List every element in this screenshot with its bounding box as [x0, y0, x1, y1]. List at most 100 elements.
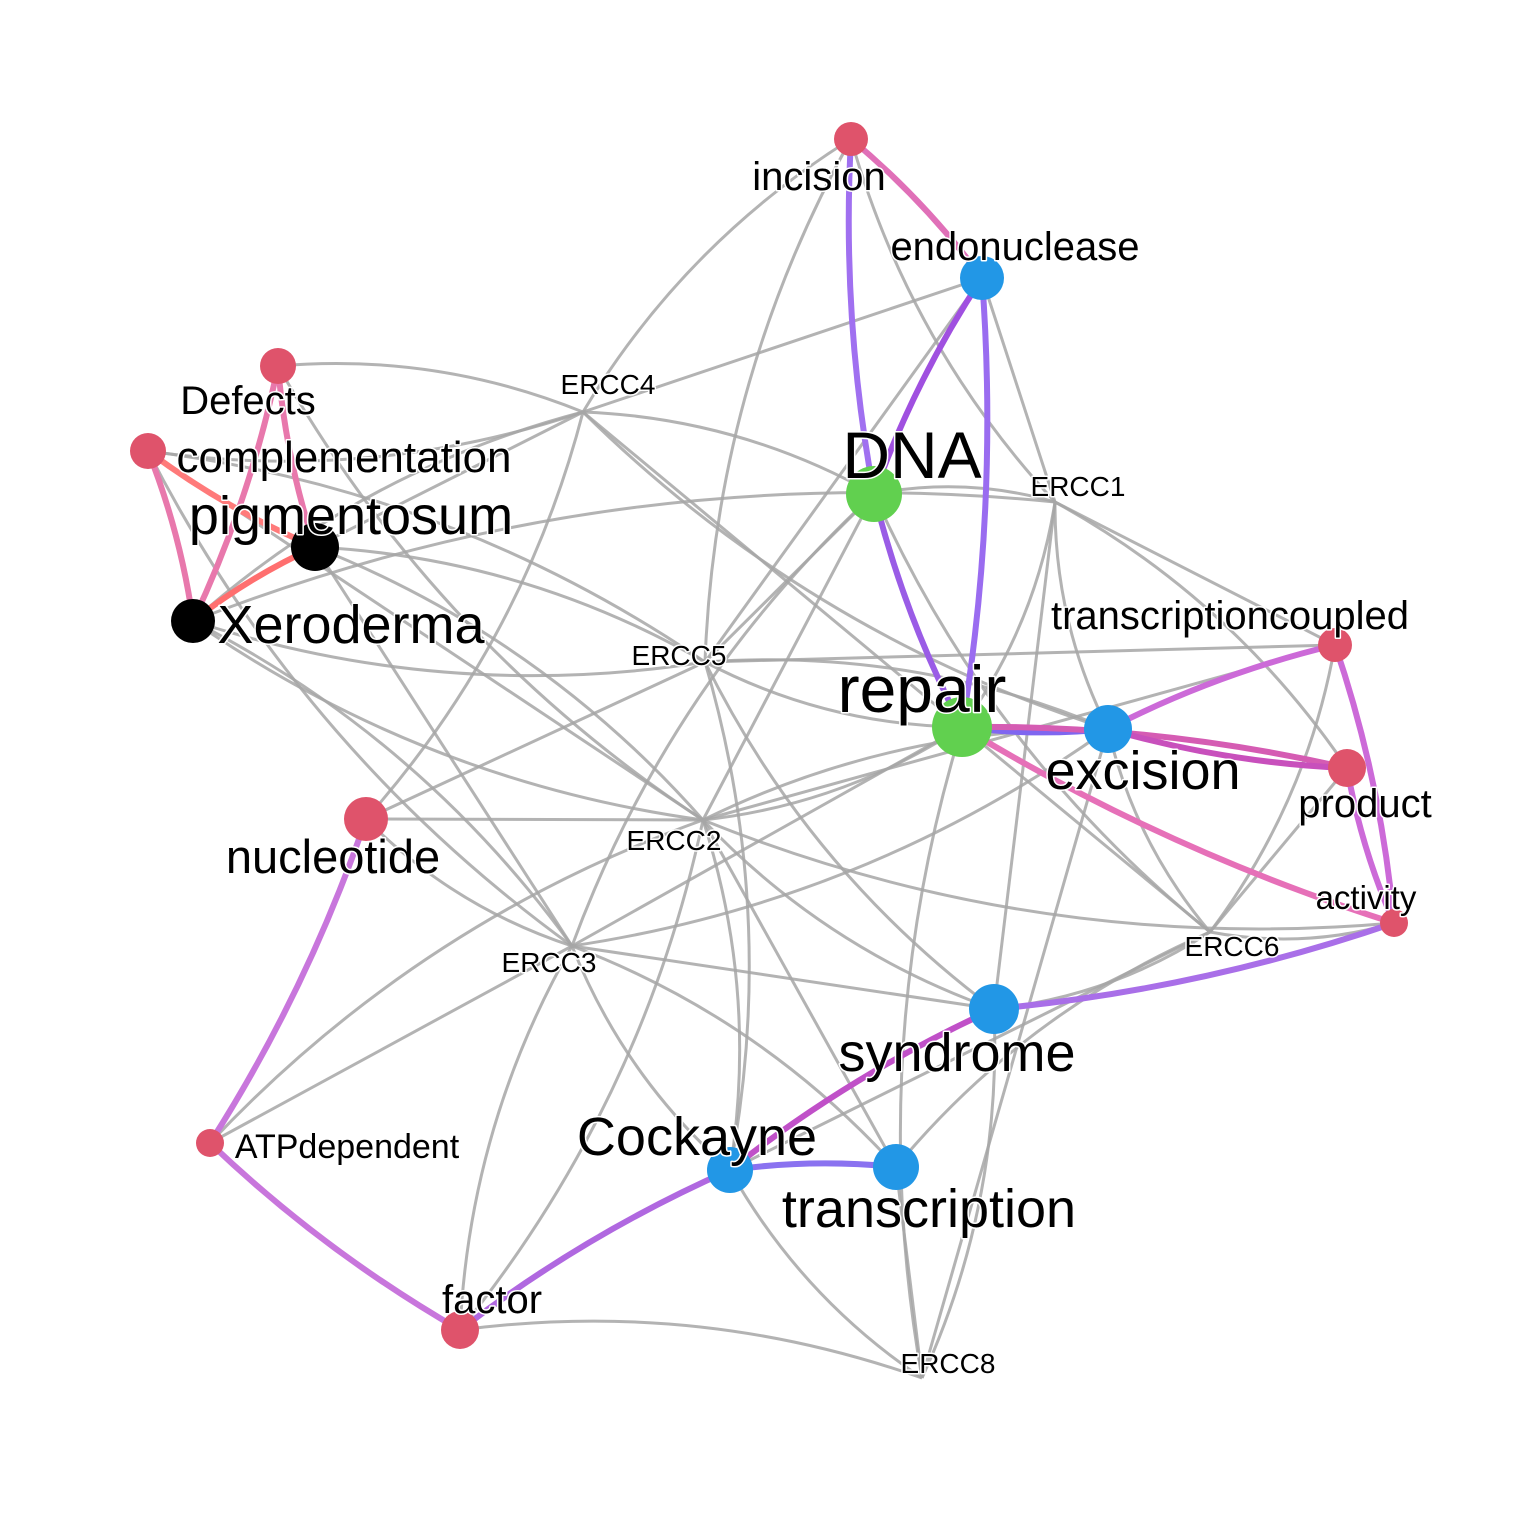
gene-edge-ercc1-syndrome [992, 501, 1057, 1010]
gene-edge-ercc3-atpdependent [209, 944, 573, 1145]
term-node-cockayne [707, 1147, 753, 1193]
term-label-factor: factor [442, 1278, 542, 1322]
cooccurrence-edge-incision-dna [845, 136, 877, 497]
term-node-transcription [873, 1144, 919, 1190]
gene-label-ercc4: ERCC4 [561, 369, 656, 400]
gene-edge-ercc3-pigmentosum [313, 546, 574, 947]
gene-label-ercc2: ERCC2 [627, 825, 722, 856]
gene-edge-ercc6-excision [1106, 728, 1212, 933]
gene-edge-ercc5-cockayne [703, 661, 751, 1171]
cooccurrence-edge-defects-xeroderma [190, 363, 281, 624]
term-label-activity: activity [1316, 879, 1417, 916]
cooccurrence-edge-repair-product [959, 723, 1350, 771]
cooccurrence-edge-excision-product [1105, 726, 1350, 771]
gene-edge-ercc8-transcription [894, 1166, 924, 1379]
gene-edge-ercc4-defects [277, 362, 584, 414]
gene-edge-ercc8-factor [459, 1319, 923, 1380]
term-label-endonuclease: endonuclease [890, 225, 1139, 269]
term-label-defects: Defects [180, 379, 316, 423]
gene-edge-ercc5-pigmentosum [314, 545, 706, 664]
cooccurrence-edge-syndrome-cockayne [727, 1006, 997, 1173]
term-label-transcriptioncoupled: transcriptioncoupled [1051, 594, 1409, 638]
cooccurrence-edge-incision-endonuclease [848, 136, 985, 281]
gene-edge-ercc3-cockayne [570, 945, 731, 1172]
gene-edge-ercc3-repair [571, 725, 963, 948]
gene-edge-ercc3-factor [458, 945, 574, 1331]
term-label-incision: incision [752, 155, 885, 199]
term-label-xeroderma: Xeroderma [217, 595, 485, 655]
term-node-pigmentosum [291, 523, 339, 571]
gene-edge-ercc5-transcriptioncoupled [704, 643, 1336, 664]
gene-edge-ercc4-xeroderma [192, 410, 584, 623]
gene-edge-ercc2-factor [458, 819, 705, 1331]
term-node-nucleotide [344, 797, 388, 841]
gene-edge-ercc4-incision [581, 137, 852, 413]
term-node-excision [1084, 705, 1132, 753]
gene-edge-ercc5-nucleotide [365, 660, 706, 821]
cooccurrence-edge-endonuclease-dna [871, 275, 985, 497]
term-node-activity [1380, 909, 1408, 937]
term-label-repair: repair [838, 652, 1007, 726]
gene-edge-ercc2-transcription [701, 819, 898, 1168]
gene-edge-ercc1-repair [960, 501, 1057, 728]
gene-edge-ercc1-endonuclease [980, 277, 1057, 503]
gene-edge-ercc3-transcription [571, 944, 898, 1169]
gene-edge-ercc2-xeroderma [192, 619, 704, 822]
gene-edge-ercc2-dna [701, 493, 876, 821]
gene-label-ercc1: ERCC1 [1031, 471, 1126, 502]
gene-edge-ercc2-nucleotide [365, 817, 704, 822]
gene-edge-ercc2-activity [702, 818, 1395, 931]
term-label-pigmentosum: pigmentosum [189, 486, 513, 546]
gene-edge-ercc2-repair [702, 725, 963, 822]
gene-edge-ercc8-cockayne [728, 1169, 923, 1380]
gene-edge-ercc1-incision [849, 138, 1057, 504]
gene-edge-ercc2-atpdependent [208, 818, 704, 1145]
label-layer: ERCC4 ERCC1 ERCC5 ERCC2 ERCC3 ERCC6 ERCC… [175, 154, 1433, 1381]
gene-edge-ercc3-xeroderma [192, 619, 574, 947]
gene-edge-ercc4-pigmentosum [314, 410, 584, 549]
gene-edge-ercc6-transcriptioncoupled [1208, 644, 1337, 933]
term-edge-layer [145, 136, 1397, 1333]
cooccurrence-edge-atpdependent-factor [207, 1140, 463, 1333]
gene-edge-ercc3-complementation [146, 450, 573, 948]
cooccurrence-edge-excision-transcriptioncoupled [1105, 642, 1338, 732]
gene-edge-ercc3-syndrome [571, 944, 995, 1011]
gene-edge-ercc5-syndrome [703, 661, 995, 1011]
gene-edge-ercc5-incision [703, 138, 853, 663]
gene-edge-ercc5-endonuclease [703, 277, 984, 663]
gene-edge-ercc4-endonuclease [582, 276, 983, 414]
gene-edge-ercc1-transcriptioncoupled [1054, 500, 1336, 647]
term-label-product: product [1298, 782, 1431, 826]
term-label-complementation: complementation [176, 433, 511, 482]
gene-edge-ercc8-repair [898, 726, 964, 1379]
term-node-complementation [130, 433, 166, 469]
term-node-factor [441, 1311, 479, 1349]
node-layer [130, 122, 1408, 1349]
cooccurrence-edge-nucleotide-atpdependent [207, 816, 369, 1146]
gene-edge-ercc8-excision [920, 728, 1110, 1379]
term-node-incision [834, 122, 868, 156]
gene-edge-ercc8-syndrome [920, 1008, 997, 1379]
term-label-nucleotide: nucleotide [226, 830, 440, 883]
gene-edge-ercc2-pigmentosum [314, 545, 705, 821]
term-label-excision: excision [1045, 741, 1240, 801]
gene-edge-ercc1-excision [1053, 501, 1110, 730]
term-label-syndrome: syndrome [838, 1023, 1075, 1083]
gene-label-ercc5: ERCC5 [632, 640, 727, 671]
term-node-endonuclease [960, 256, 1004, 300]
term-node-transcriptioncoupled [1318, 628, 1352, 662]
gene-edge-ercc1-xeroderma [192, 491, 1056, 623]
term-node-dna [846, 466, 902, 522]
term-node-syndrome [969, 984, 1019, 1034]
term-node-atpdependent [196, 1129, 224, 1157]
term-node-product [1328, 749, 1366, 787]
gene-edge-ercc5-xeroderma [192, 619, 706, 678]
cooccurrence-edge-dna-repair [871, 491, 965, 730]
term-label-dna: DNA [842, 418, 981, 492]
gene-label-ercc6: ERCC6 [1185, 931, 1280, 962]
term-label-transcription: transcription [782, 1179, 1076, 1239]
cooccurrence-edge-transcriptioncoupled-activity [1332, 642, 1397, 926]
gene-edge-ercc4-nucleotide [364, 411, 585, 820]
gene-edge-ercc3-nucleotide [364, 817, 573, 948]
